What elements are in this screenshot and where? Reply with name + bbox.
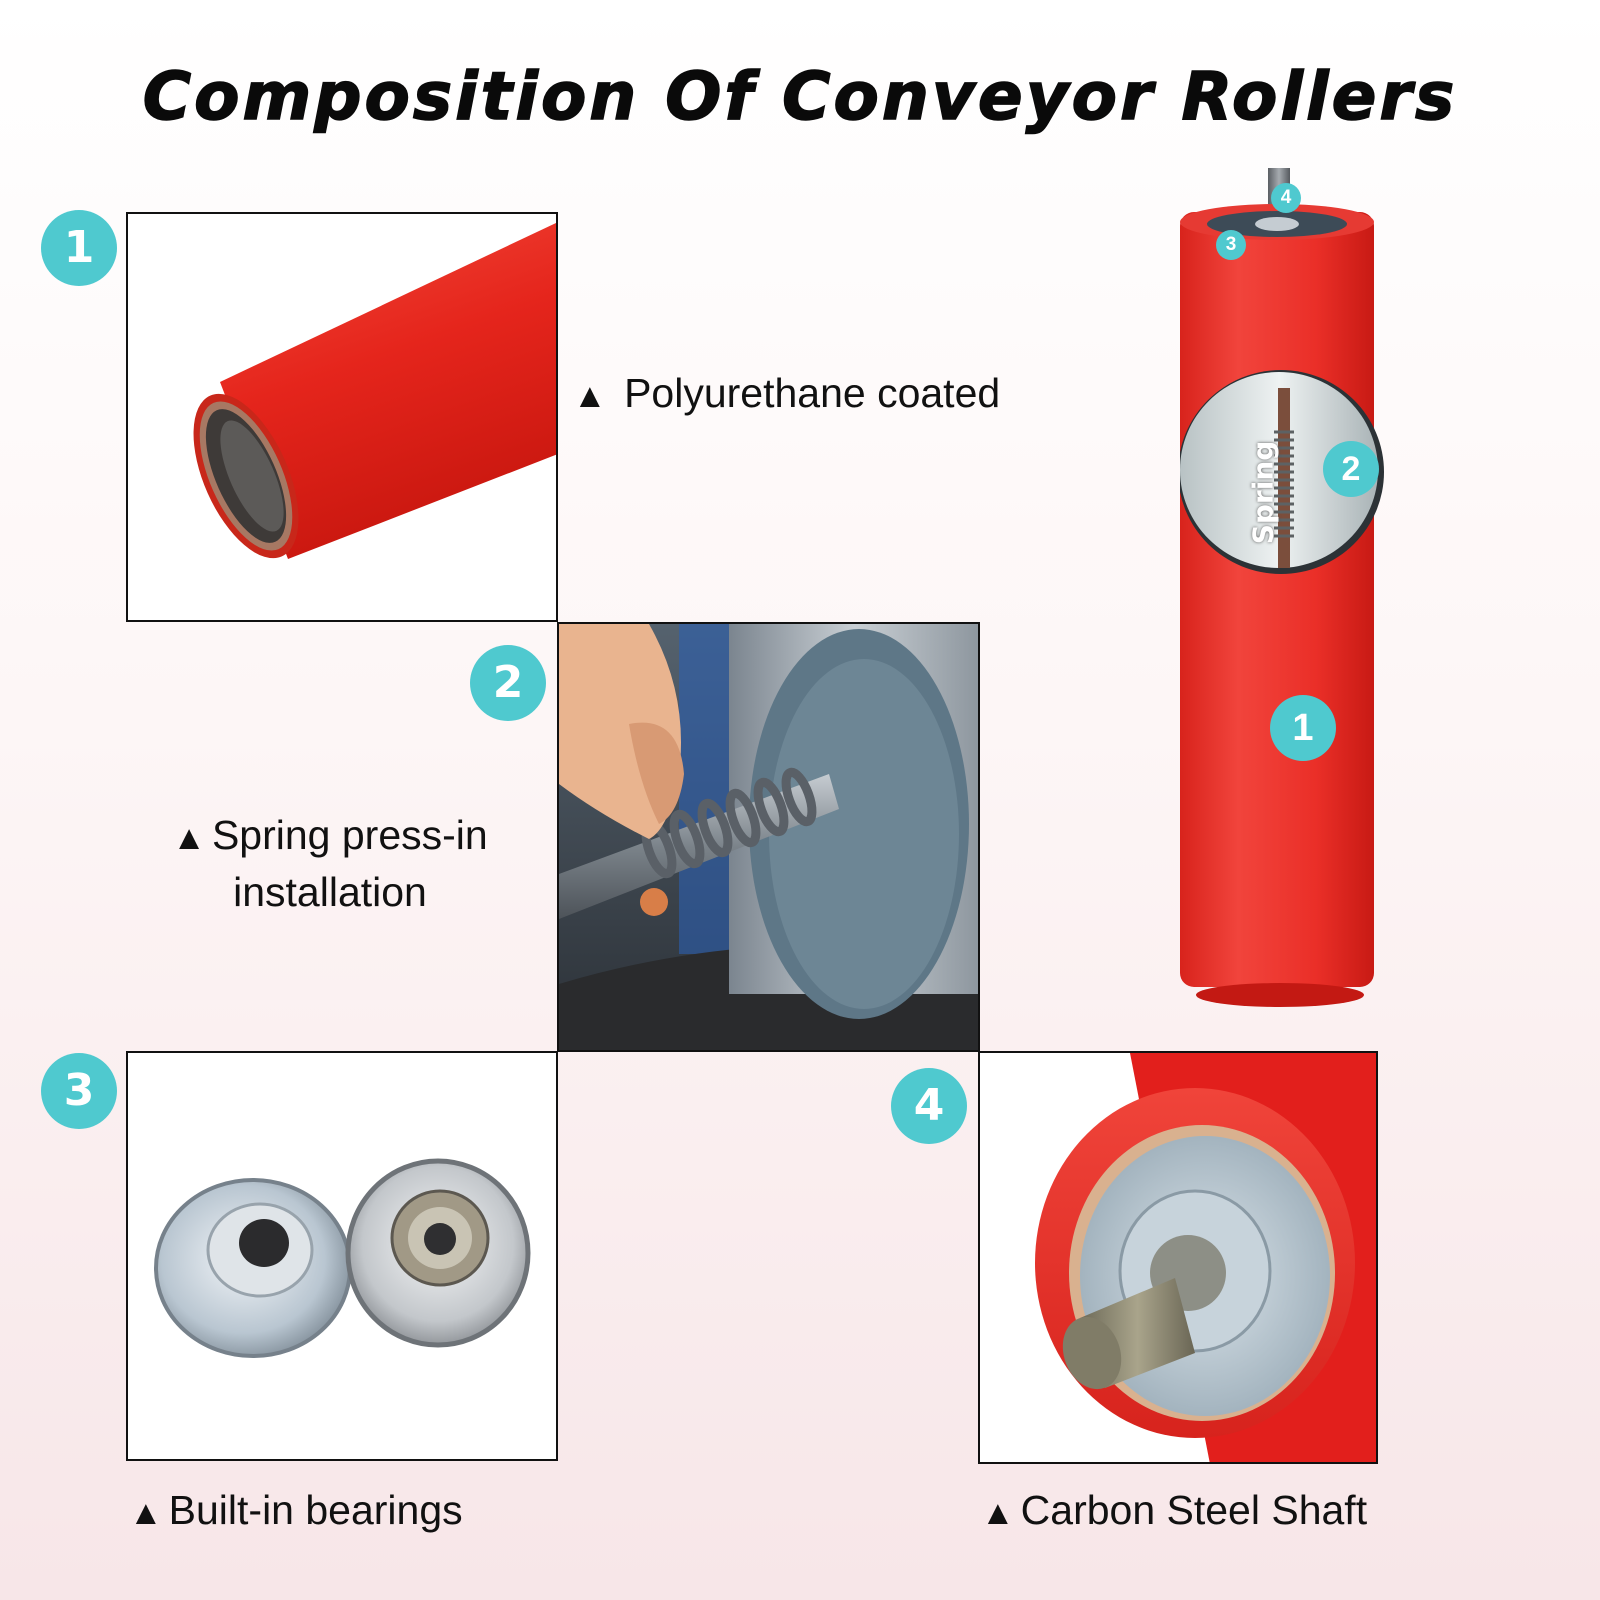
caption-bearings: ▲Built-in bearings bbox=[129, 1483, 463, 1540]
page-title: Composition Of Conveyor Rollers bbox=[142, 57, 1458, 136]
caption-spring-line1-text: Spring press-in bbox=[211, 812, 488, 858]
panel-spring-installation bbox=[557, 622, 980, 1052]
full-roller-illustration: Spring 4 3 2 1 bbox=[1180, 160, 1400, 1020]
caption-spring-line2-text: installation bbox=[233, 869, 427, 915]
polyurethane-tube-image bbox=[193, 222, 556, 559]
roller-marker-3: 3 bbox=[1216, 230, 1246, 260]
badge-1: 1 bbox=[41, 210, 117, 286]
badge-3: 3 bbox=[41, 1053, 117, 1129]
roller-spring-label: Spring bbox=[1246, 440, 1280, 545]
caption-polyurethane: ▲ Polyurethane coated bbox=[573, 366, 1000, 423]
spring-installation-image bbox=[559, 624, 978, 1050]
caption-shaft-text: Carbon Steel Shaft bbox=[1020, 1487, 1368, 1533]
caption-spring-line1: ▲Spring press-in bbox=[160, 808, 500, 865]
triangle-icon: ▲ bbox=[172, 819, 206, 857]
panel-bearings bbox=[126, 1051, 558, 1461]
triangle-icon: ▲ bbox=[129, 1494, 163, 1532]
roller-marker-4: 4 bbox=[1271, 183, 1301, 213]
panel-polyurethane-tube bbox=[126, 212, 558, 622]
badge-4: 4 bbox=[891, 1068, 967, 1144]
triangle-icon: ▲ bbox=[981, 1494, 1015, 1532]
shaft-image bbox=[1035, 1053, 1376, 1462]
triangle-icon: ▲ bbox=[573, 377, 607, 415]
caption-spring: ▲Spring press-in installation bbox=[160, 808, 500, 919]
caption-polyurethane-text: Polyurethane coated bbox=[624, 370, 1001, 416]
caption-shaft: ▲Carbon Steel Shaft bbox=[981, 1483, 1367, 1540]
bearings-image bbox=[154, 1158, 531, 1358]
caption-bearings-text: Built-in bearings bbox=[168, 1487, 463, 1533]
badge-2: 2 bbox=[470, 645, 546, 721]
roller-marker-2: 2 bbox=[1323, 441, 1379, 497]
panel-shaft bbox=[978, 1051, 1378, 1464]
roller-marker-1: 1 bbox=[1270, 695, 1336, 761]
